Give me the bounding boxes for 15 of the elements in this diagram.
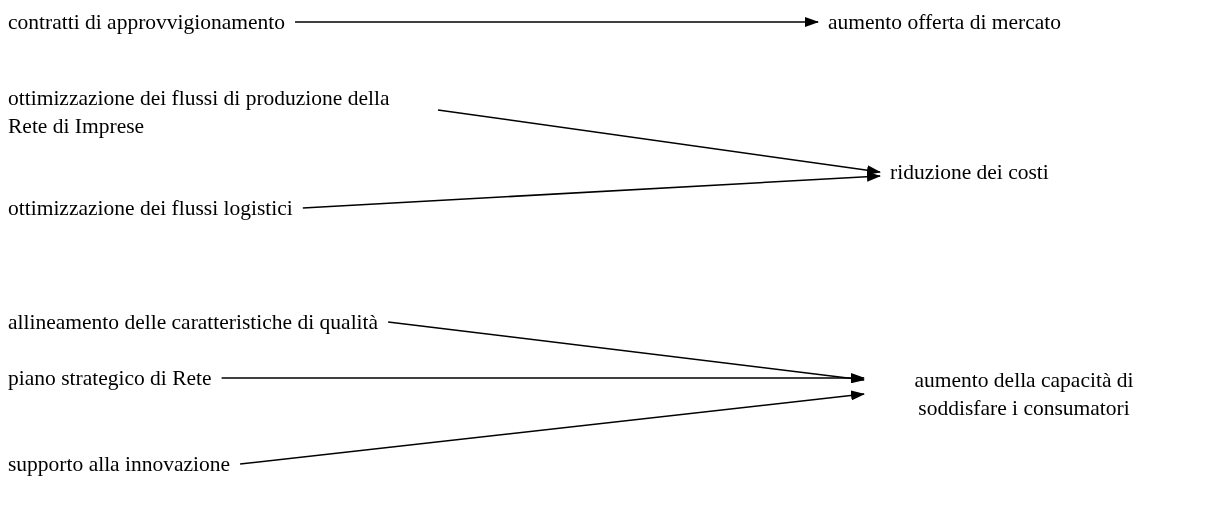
node-label: ottimizzazione dei flussi di produzione della Rete di Imprese (8, 84, 428, 140)
arrow (239, 390, 865, 465)
arrow (387, 321, 865, 384)
arrow (294, 17, 819, 27)
node-label: riduzione dei costi (890, 158, 1049, 186)
node-label: piano strategico di Rete (8, 364, 212, 392)
node-label: supporto alla innovazione (8, 450, 231, 478)
node-label: aumento offerta di mercato (828, 8, 1061, 36)
node-label: allineamento delle caratteristiche di qualità (8, 308, 379, 336)
arrow (220, 373, 865, 383)
arrow (437, 109, 881, 176)
node-label: aumento della capacità di soddisfare i consumatori (874, 366, 1174, 422)
node-label: contratti di approvvigionamento (8, 8, 286, 36)
node-label: ottimizzazione dei flussi logistici (8, 194, 293, 222)
arrow (302, 171, 881, 209)
